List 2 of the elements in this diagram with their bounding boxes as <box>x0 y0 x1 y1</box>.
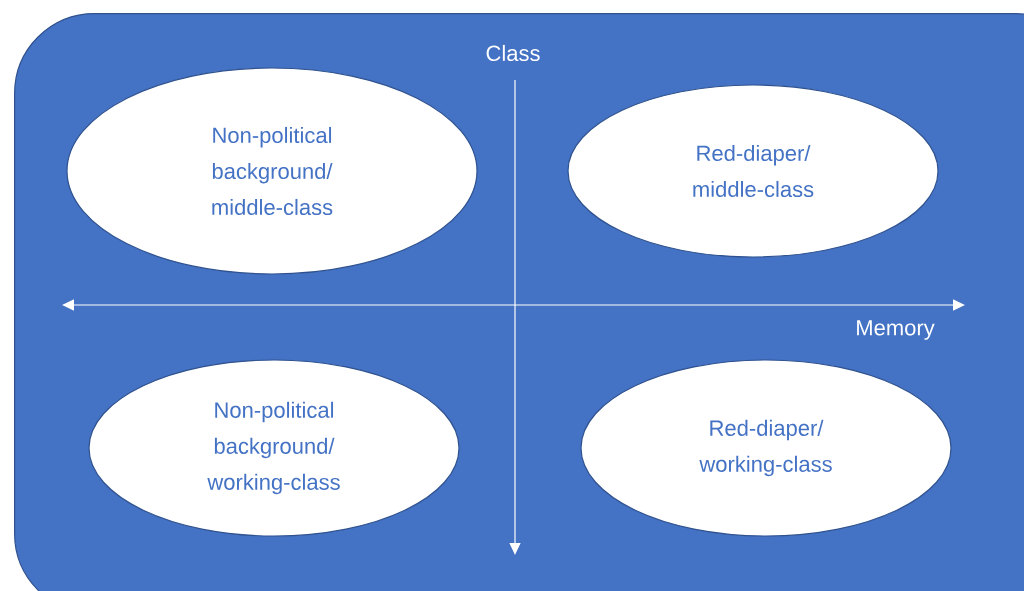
axis-label: Memory <box>857 320 935 340</box>
axis-label: Class <box>486 44 540 62</box>
